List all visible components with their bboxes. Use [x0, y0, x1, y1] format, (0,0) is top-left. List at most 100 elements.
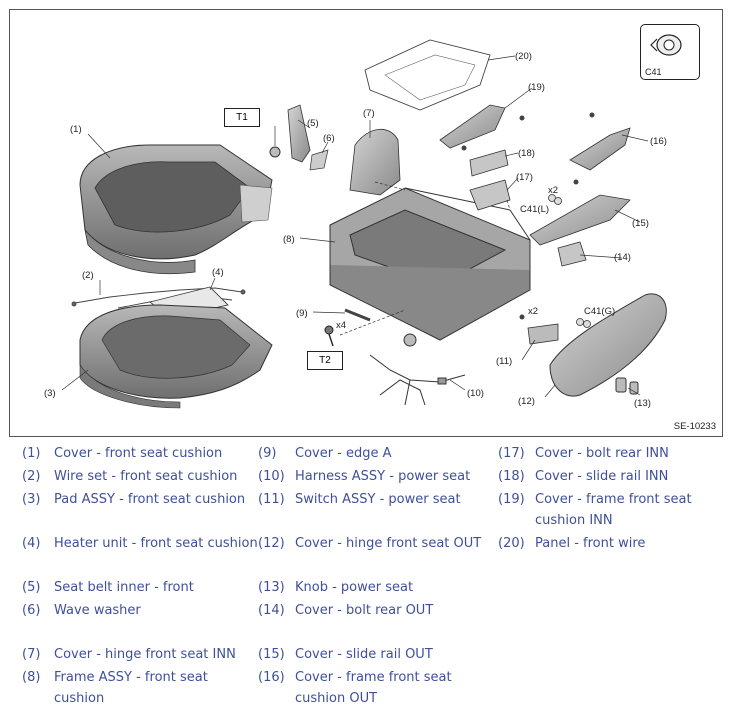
legend-number: (1) — [22, 446, 41, 461]
exploded-parts-diagram: (1) (2) (4) (3) (5) (6) (7) (8) (9) (10)… — [9, 9, 723, 437]
legend-item: (11) Switch ASSY - power seat — [258, 489, 490, 533]
bolt-cover-rear-out-part — [557, 241, 587, 267]
hinge-cover-inn-part — [349, 128, 401, 196]
legend-text: Pad ASSY - front seat cushion — [54, 492, 246, 507]
legend-text: Wire set - front seat cushion — [54, 469, 238, 484]
clip-c41-parts — [548, 194, 591, 328]
legend-text: Harness ASSY - power seat — [295, 469, 471, 484]
callout-3: (3) — [44, 388, 56, 399]
leader-lines — [61, 55, 649, 398]
legend-number: (16) — [258, 670, 285, 685]
callout-8: (8) — [283, 234, 295, 245]
callout-9: (9) — [296, 308, 308, 319]
callout-15: (15) — [632, 218, 649, 229]
tag-x2-upper: x2 — [548, 185, 558, 196]
callout-14: (14) — [614, 252, 631, 263]
legend-item: (20) Panel - front wire — [498, 533, 710, 577]
legend-text: Panel - front wire — [535, 536, 646, 551]
legend-text: Seat belt inner - front — [54, 580, 194, 595]
legend-number: (19) — [498, 492, 525, 507]
callout-10: (10) — [467, 388, 484, 399]
legend-number: (14) — [258, 603, 285, 618]
tag-c41-g: C41(G) — [584, 306, 615, 317]
callout-20: (20) — [515, 51, 532, 62]
seat-belt-inner-part — [269, 104, 329, 171]
legend-number: (11) — [258, 492, 285, 507]
legend-item: (4) Heater unit - front seat cushion — [22, 533, 259, 577]
slide-rail-cover-inn-part — [469, 149, 509, 177]
legend-text: Cover - bolt rear INN — [535, 446, 669, 461]
legend-item: (8) Frame ASSY - front seat cushion — [22, 667, 259, 711]
legend-item: (1)Cover - front seat cushion — [22, 443, 259, 487]
legend-text: Cover - frame front seat cushion INN — [535, 492, 692, 528]
tag-x4: x4 — [336, 320, 346, 331]
clip-c41-label: C41 — [645, 67, 662, 77]
power-seat-knob-part — [615, 377, 639, 395]
callout-7: (7) — [363, 108, 375, 119]
legend-number: (5) — [22, 580, 41, 595]
legend-number: (2) — [22, 469, 41, 484]
legend-item: (16) Cover - frame front seat cushion OUT — [258, 667, 490, 711]
legend-text: Cover - slide rail OUT — [295, 647, 433, 662]
frame-cover-out-part — [569, 127, 631, 171]
clip-c41-reference-box: C41 — [640, 24, 700, 80]
callout-18: (18) — [518, 148, 535, 159]
callout-6: (6) — [323, 133, 335, 144]
legend-text: Frame ASSY - front seat cushion — [54, 670, 208, 706]
legend-text: Heater unit - front seat cushion — [54, 536, 258, 551]
callout-17: (17) — [516, 172, 533, 183]
legend-text: Cover - hinge front seat INN — [54, 647, 236, 662]
tag-c41-l: C41(L) — [520, 204, 549, 215]
legend-number: (8) — [22, 670, 41, 685]
legend-number: (12) — [258, 536, 285, 551]
legend-item: (15) Cover - slide rail OUT — [258, 644, 490, 688]
legend-item: (9)Cover - edge A — [258, 443, 490, 487]
legend-item: (14)Cover - bolt rear OUT — [258, 600, 490, 644]
power-seat-switch-part — [527, 323, 559, 345]
callout-5: (5) — [307, 118, 319, 129]
bolt-cover-rear-inn-part — [469, 179, 511, 211]
legend-number: (10) — [258, 469, 285, 484]
legend-item: (18) Cover - slide rail INN — [498, 466, 710, 510]
legend-number: (3) — [22, 492, 41, 507]
legend-text: Wave washer — [54, 603, 141, 618]
legend-item: (7) Cover - hinge front seat INN — [22, 644, 259, 688]
seat-cushion-cover-part — [79, 144, 273, 275]
callout-1: (1) — [70, 124, 82, 135]
legend-item: (17) Cover - bolt rear INN — [498, 443, 710, 487]
figure-id: SE-10233 — [673, 421, 716, 432]
frame-cover-inn-part — [439, 104, 506, 149]
front-wire-panel-part — [364, 39, 491, 111]
callout-16: (16) — [650, 136, 667, 147]
legend-text: Cover - slide rail INN — [535, 469, 669, 484]
legend-number: (7) — [22, 647, 41, 662]
legend-text: Cover - frame front seat cushion OUT — [295, 670, 452, 706]
clip-icon — [650, 34, 682, 56]
callout-2: (2) — [82, 270, 94, 281]
legend-item: (3) Pad ASSY - front seat cushion — [22, 489, 259, 533]
legend-number: (13) — [258, 580, 285, 595]
legend-number: (17) — [498, 446, 525, 461]
legend-text: Switch ASSY - power seat — [295, 492, 461, 507]
legend-number: (20) — [498, 536, 525, 551]
callout-4: (4) — [212, 267, 224, 278]
callout-19: (19) — [528, 82, 545, 93]
slide-rail-cover-out-part — [529, 194, 631, 246]
legend-item: (13) Knob - power seat — [258, 577, 490, 621]
legend-number: (9) — [258, 446, 277, 461]
legend-number: (6) — [22, 603, 41, 618]
legend-item: (12)Cover - hinge front seat OUT — [258, 533, 490, 577]
legend-item: (19) Cover - frame front seat cushion INN — [498, 489, 710, 533]
legend-number: (15) — [258, 647, 285, 662]
legend-number: (18) — [498, 469, 525, 484]
tag-x2-lower: x2 — [528, 306, 538, 317]
hinge-cover-out-part — [549, 293, 667, 397]
legend-item: (10) Harness ASSY - power seat — [258, 466, 490, 510]
power-seat-harness-part — [369, 354, 466, 406]
legend-item: (6) Wave washer — [22, 600, 259, 644]
edge-cover-part — [344, 308, 371, 322]
legend-number: (4) — [22, 536, 41, 551]
seat-frame-part — [329, 187, 531, 347]
callout-13: (13) — [634, 398, 651, 409]
legend-text: Knob - power seat — [295, 580, 414, 595]
